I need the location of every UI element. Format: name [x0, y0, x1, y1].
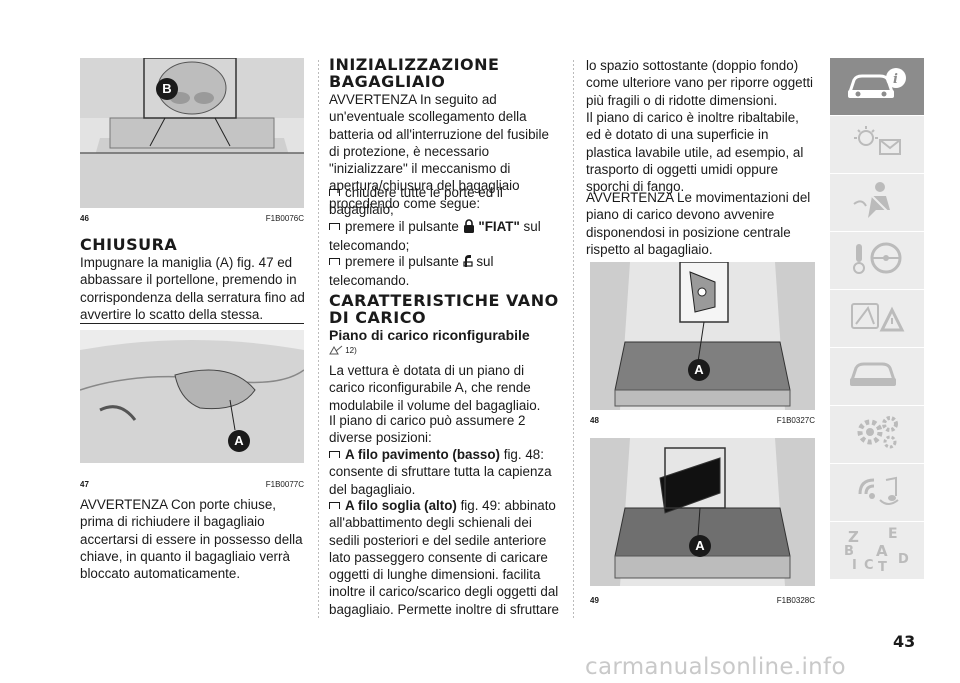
airbag-seat-icon — [846, 180, 908, 225]
figure-code: F1B0076C — [265, 214, 304, 223]
dashboard-lights-icon — [846, 124, 908, 165]
figure-code: F1B0327C — [776, 416, 815, 425]
figure-marker-a: A — [228, 430, 250, 452]
index-letter: C — [864, 557, 874, 573]
bullet-item: A filo pavimento (basso) fig. 48: consen… — [329, 446, 561, 498]
figure-marker-a: A — [688, 359, 710, 381]
figure-number: 46 — [80, 214, 89, 223]
index-letter: A — [876, 541, 888, 560]
bullet-icon — [329, 223, 340, 230]
figure-49-image: A — [590, 438, 815, 586]
figure-48-caption: 48 F1B0327C — [590, 416, 815, 425]
key-steering-icon — [846, 238, 908, 283]
car-service-icon — [846, 354, 908, 399]
paragraph: lo spazio sottostante (doppio fondo) com… — [586, 58, 814, 108]
bullet-text: chiudere tutte le porte ed il bagagliaio… — [329, 185, 503, 218]
technical-data-icon — [846, 412, 908, 457]
section-heading-caratteristiche: CARATTERISTICHE VANO DI CARICO — [329, 291, 559, 327]
fiat-label: "FIAT" — [478, 219, 520, 234]
note-reference: 12) — [329, 345, 357, 357]
index-letter: T — [878, 559, 887, 575]
hand-icon — [329, 345, 343, 357]
column-separator — [573, 60, 574, 620]
chapter-sidebar: i Z E B A I C T D — [830, 58, 924, 580]
figure-48-image: A — [590, 262, 815, 410]
sidebar-tab-index[interactable]: Z E B A I C T D — [830, 522, 924, 580]
index-letter: E — [888, 525, 898, 542]
figure-number: 49 — [590, 596, 599, 605]
figure-code: F1B0077C — [265, 480, 304, 489]
sidebar-tab-dashboard[interactable] — [830, 116, 924, 174]
column-separator — [318, 60, 319, 620]
sidebar-tab-emergency[interactable] — [830, 290, 924, 348]
sidebar-tab-safety[interactable] — [830, 174, 924, 232]
sidebar-tab-technical-data[interactable] — [830, 406, 924, 464]
bullet-text: premere il pulsante — [345, 219, 459, 234]
bullet-text: fig. 49: abbinato all'abbattimento degli… — [329, 498, 559, 617]
subheading: Piano di carico riconfigurabile — [329, 327, 530, 343]
index-letter: D — [898, 551, 909, 567]
paragraph: Impugnare la maniglia (A) fig. 47 ed abb… — [80, 255, 305, 322]
figure-number: 48 — [590, 416, 599, 425]
index-letter: Z — [848, 527, 859, 546]
paragraph: AVVERTENZA Con porte chiuse, prima di ri… — [80, 497, 303, 582]
paragraph: La vettura è dotata di un piano di caric… — [329, 363, 541, 413]
bullet-icon — [329, 189, 340, 196]
figure-47-caption: 47 F1B0077C — [80, 480, 304, 489]
figure-marker-a: A — [689, 535, 711, 557]
sidebar-tab-starting[interactable] — [830, 232, 924, 290]
svg-text:i: i — [893, 72, 898, 87]
bullet-item: premere il pulsante "FIAT" sul telecoman… — [329, 218, 561, 255]
sidebar-tab-maintenance[interactable] — [830, 348, 924, 406]
lock-icon — [463, 219, 475, 237]
bullet-text: fig. 48: consente di sfruttare tutta la … — [329, 447, 552, 497]
bullet-bold-text: A filo soglia (alto) — [345, 498, 457, 513]
figure-marker-b: B — [156, 78, 178, 100]
figure-47-image: A — [80, 330, 304, 463]
figure-46-caption: 46 F1B0076C — [80, 214, 304, 223]
bullet-text: premere il pulsante — [345, 254, 459, 269]
section-heading-inizializzazione: INIZIALIZZAZIONE BAGAGLIAIO — [329, 55, 500, 91]
figure-49-caption: 49 F1B0328C — [590, 596, 815, 605]
paragraph: Il piano di carico è inoltre ribaltabile… — [586, 110, 804, 195]
watermark: carmanualsonline.info — [585, 654, 846, 680]
multimedia-icon — [846, 470, 908, 515]
sidebar-tab-car-info[interactable]: i — [830, 58, 924, 116]
sidebar-tab-multimedia[interactable] — [830, 464, 924, 522]
bullet-icon — [329, 258, 340, 265]
index-letter: B — [844, 543, 854, 559]
bullet-item: A filo soglia (alto) fig. 49: abbinato a… — [329, 497, 561, 618]
figure-46-image: B — [80, 58, 304, 208]
bullet-item: premere il pulsante sul telecomando. — [329, 253, 561, 290]
section-heading-chiusura: CHIUSURA — [80, 235, 178, 254]
index-letters-icon: Z E B A I C T D — [842, 526, 912, 576]
bullet-item: chiudere tutte le porte ed il bagagliaio… — [329, 184, 561, 219]
page-number: 43 — [893, 632, 916, 651]
car-info-icon: i — [846, 66, 908, 107]
index-letter: I — [852, 557, 857, 573]
note-ref-text: 12) — [345, 346, 357, 356]
paragraph: Il piano di carico può assumere 2 divers… — [329, 413, 526, 446]
bullet-text: sul telecomando; — [329, 219, 541, 254]
paragraph: AVVERTENZA Le movimentazioni del piano d… — [586, 190, 811, 257]
figure-code: F1B0328C — [776, 596, 815, 605]
bullet-icon — [329, 451, 340, 458]
road-warning-icon — [846, 296, 908, 341]
paragraph: AVVERTENZA In seguito ad un'eventuale sc… — [329, 92, 549, 211]
bullet-text: sul telecomando. — [329, 254, 494, 289]
bullet-bold-text: A filo pavimento (basso) — [345, 447, 500, 462]
trunk-icon — [463, 254, 473, 272]
figure-number: 47 — [80, 480, 89, 489]
bullet-icon — [329, 502, 340, 509]
divider — [80, 323, 304, 324]
